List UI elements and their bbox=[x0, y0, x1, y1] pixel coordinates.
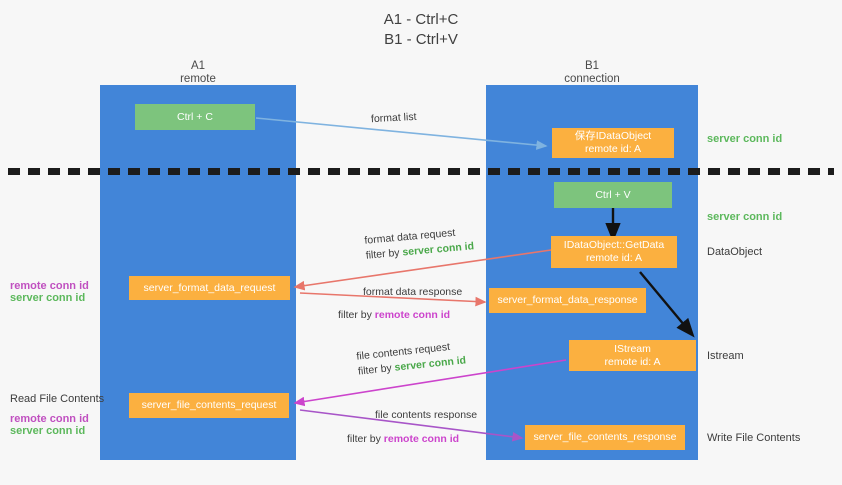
node-server-file-contents-request-line1: server_file_contents_request bbox=[141, 399, 277, 411]
side-label-server-conn-id-2: server conn id bbox=[707, 211, 783, 223]
edge-label-file-contents-response-filter: filter by remote conn id bbox=[347, 423, 477, 447]
node-save-idataobject-line1: 保存IDataObject bbox=[574, 130, 652, 142]
side-label-left-server-conn-id-2: server conn id bbox=[10, 425, 86, 437]
node-ctrl-c[interactable]: Ctrl + C bbox=[135, 104, 255, 130]
side-label-left-server-conn-id-1: server conn id bbox=[10, 292, 86, 304]
title-line-2: B1 - Ctrl+V bbox=[384, 31, 458, 48]
column-header-b1-sub: connection bbox=[564, 73, 620, 85]
node-idataobject-getdata-line2: remote id: A bbox=[585, 252, 643, 264]
side-label-remote-conn-id-1: remote conn id bbox=[10, 280, 89, 292]
edge-label-format-list: format list bbox=[370, 110, 417, 126]
filter-prefix: filter by bbox=[338, 309, 375, 321]
column-header-a1-name: A1 bbox=[190, 60, 206, 72]
node-ctrl-v[interactable]: Ctrl + V bbox=[554, 182, 672, 208]
node-istream-line2: remote id: A bbox=[604, 355, 661, 368]
node-idataobject-getdata[interactable]: IDataObject::GetData remote id: A bbox=[551, 236, 677, 268]
edge-label-file-contents-response: file contents response filter by remote … bbox=[347, 408, 477, 447]
node-server-format-data-request[interactable]: server_format_data_request bbox=[129, 276, 290, 300]
phase-divider bbox=[8, 168, 834, 175]
edge-label-format-data-response-text: format data response bbox=[363, 286, 463, 298]
side-label-istream: Istream bbox=[707, 350, 744, 362]
edge-label-file-contents-response-text: file contents response bbox=[375, 409, 478, 421]
side-label-dataobject: DataObject bbox=[707, 246, 763, 258]
node-server-format-data-response[interactable]: server_format_data_response bbox=[489, 288, 646, 313]
edge-label-file-contents-request: file contents request filter by server c… bbox=[356, 338, 467, 379]
edge-label-format-data-response: format data response filter by remote co… bbox=[338, 285, 462, 323]
node-server-format-data-response-line1: server_format_data_response bbox=[497, 294, 638, 306]
filter-key-remote-conn-id: remote conn id bbox=[383, 433, 460, 445]
page-title: A1 - Ctrl+C B1 - Ctrl+V bbox=[0, 10, 842, 50]
column-header-a1-sub: remote bbox=[180, 73, 216, 85]
edge-label-format-data-response-filter: filter by remote conn id bbox=[338, 300, 462, 323]
node-server-file-contents-response-line1: server_file_contents_response bbox=[533, 431, 677, 443]
side-label-write-file-contents: Write File Contents bbox=[707, 432, 801, 444]
side-label-server-conn-id-1: server conn id bbox=[707, 133, 783, 145]
node-ctrl-v-line1: Ctrl + V bbox=[595, 188, 631, 201]
node-server-file-contents-response[interactable]: server_file_contents_response bbox=[525, 425, 685, 450]
column-header-b1: B1 connection bbox=[512, 60, 672, 86]
filter-key-remote-conn-id: remote conn id bbox=[374, 309, 451, 321]
side-label-read-file-contents: Read File Contents bbox=[10, 393, 105, 405]
side-label-remote-conn-id-2: remote conn id bbox=[10, 413, 89, 425]
column-header-b1-name: B1 bbox=[584, 60, 600, 72]
filter-prefix: filter by bbox=[365, 246, 403, 262]
node-save-idataobject[interactable]: 保存IDataObject remote id: A bbox=[552, 128, 674, 158]
filter-prefix: filter by bbox=[347, 433, 384, 445]
title-line-1: A1 - Ctrl+C bbox=[383, 11, 459, 28]
node-ctrl-c-line1: Ctrl + C bbox=[177, 110, 213, 123]
column-header-a1: A1 remote bbox=[118, 60, 278, 86]
filter-prefix: filter by bbox=[357, 361, 396, 378]
node-server-file-contents-request[interactable]: server_file_contents_request bbox=[129, 393, 289, 418]
node-idataobject-getdata-line1: IDataObject::GetData bbox=[563, 239, 665, 251]
node-save-idataobject-line2: remote id: A bbox=[584, 143, 642, 155]
edge-label-format-data-request: format data request filter by server con… bbox=[364, 224, 475, 263]
node-istream[interactable]: IStream remote id: A bbox=[569, 340, 696, 371]
node-istream-line1: IStream bbox=[614, 342, 651, 355]
node-server-format-data-request-line1: server_format_data_request bbox=[143, 281, 276, 294]
